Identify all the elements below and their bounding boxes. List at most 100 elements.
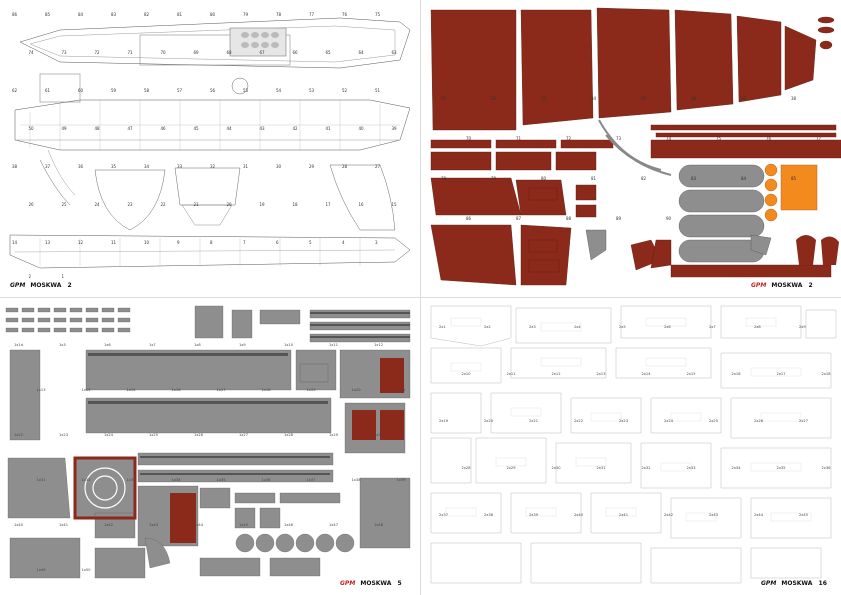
part-number-label: 1x27 bbox=[239, 433, 248, 437]
page-number: 5 bbox=[397, 580, 402, 587]
side-wall-strip bbox=[9, 349, 41, 441]
part-number-label: 17 bbox=[326, 202, 332, 207]
hull-plate bbox=[430, 9, 517, 131]
part-number-label: 37 bbox=[45, 164, 51, 169]
part-number-label: 43 bbox=[260, 126, 266, 131]
part-number-label: 1x18 bbox=[262, 388, 272, 392]
part-number-label: 32 bbox=[491, 96, 497, 101]
hull-plate bbox=[520, 9, 594, 126]
part-number-label: 2x42 bbox=[664, 513, 673, 517]
part-number-label: 1x29 bbox=[329, 433, 339, 437]
hull-plate bbox=[736, 15, 782, 103]
hull-bottom-outline bbox=[9, 234, 411, 269]
part-number-label: 79 bbox=[243, 12, 249, 17]
part-number-label: 72 bbox=[566, 136, 572, 141]
part-number-label: 2x25 bbox=[709, 419, 718, 423]
part-number-label: 14 bbox=[12, 240, 18, 245]
part-number-label: 89 bbox=[616, 216, 622, 221]
sheet-footer: GPM MOSKWA 2 bbox=[751, 282, 813, 289]
part-number-label: 44 bbox=[227, 126, 233, 131]
page-number: 16 bbox=[818, 580, 827, 587]
part-number-label: 1x48 bbox=[374, 523, 384, 527]
hull-plate bbox=[784, 25, 817, 91]
part-number-label: 21 bbox=[194, 202, 200, 207]
part-number-label: 2x10 bbox=[462, 372, 472, 376]
page-number: 2 bbox=[67, 282, 72, 289]
brand-logo: GPM bbox=[340, 580, 356, 587]
part-number-label: 76 bbox=[342, 12, 348, 17]
part-number-label: 24 bbox=[95, 202, 101, 207]
brand-logo: GPM bbox=[751, 282, 767, 289]
part-number-label: 58 bbox=[144, 88, 150, 93]
part-number-label: 81 bbox=[177, 12, 183, 17]
part-number-label: 1x40 bbox=[14, 523, 24, 527]
red-part bbox=[380, 410, 404, 440]
part-number-label: 59 bbox=[111, 88, 117, 93]
part-number-label: 35 bbox=[641, 96, 647, 101]
part-number-label: 70 bbox=[161, 50, 167, 55]
brand-logo: GPM bbox=[761, 580, 777, 587]
part-number-label: 2x43 bbox=[709, 513, 718, 517]
part-number-label: 85 bbox=[791, 176, 797, 181]
part-number-label: 2x3 bbox=[529, 325, 536, 329]
part-number-label: 1x45 bbox=[239, 523, 248, 527]
part-number-label: 1x50 bbox=[82, 568, 92, 572]
part-number-label: 33 bbox=[177, 164, 183, 169]
part-number-label: 71 bbox=[128, 50, 134, 55]
sheet-footer: GPM MOSKWA 16 bbox=[761, 580, 827, 587]
part-number-label: 77 bbox=[816, 136, 822, 141]
part-number-label: 2x36 bbox=[822, 466, 832, 470]
part-number-label: 2x33 bbox=[687, 466, 696, 470]
part-number-label: 40 bbox=[359, 126, 365, 131]
part-number-label: 2x26 bbox=[754, 419, 764, 423]
helipad-panel bbox=[74, 457, 136, 519]
part-number-label: 65 bbox=[326, 50, 332, 55]
part-number-label: 81 bbox=[591, 176, 597, 181]
part-number-label: 2x7 bbox=[709, 325, 716, 329]
part-number-label: 80 bbox=[210, 12, 216, 17]
red-part bbox=[352, 410, 376, 440]
part-number-label: 2x20 bbox=[484, 419, 494, 423]
part-number-label: 62 bbox=[12, 88, 18, 93]
grey-cylinder-part bbox=[678, 189, 765, 213]
part-number-label: 5 bbox=[309, 240, 312, 245]
part-number-label: 79 bbox=[491, 176, 497, 181]
part-number-label: 2x11 bbox=[507, 372, 516, 376]
part-number-label: 2x1 bbox=[439, 325, 446, 329]
part-number-label: 1x6 bbox=[104, 343, 111, 347]
part-number-label: 49 bbox=[62, 126, 68, 131]
part-number-label: 2x28 bbox=[462, 466, 472, 470]
part-number-label: 1x34 bbox=[172, 478, 182, 482]
part-number-label: 27 bbox=[375, 164, 381, 169]
part-number-label: 86 bbox=[466, 216, 472, 221]
part-number-label: 1x49 bbox=[37, 568, 47, 572]
part-number-label: 1x7 bbox=[149, 343, 156, 347]
part-number-label: 2x9 bbox=[799, 325, 806, 329]
part-number-label: 11 bbox=[111, 240, 117, 245]
part-number-label: 31 bbox=[243, 164, 249, 169]
part-number-label: 3 bbox=[375, 240, 378, 245]
part-number-label: 1x43 bbox=[149, 523, 158, 527]
part-number-label: 15 bbox=[392, 202, 398, 207]
part-number-label: 2x16 bbox=[732, 372, 742, 376]
part-number-label: 70 bbox=[466, 136, 472, 141]
part-number-label: 19 bbox=[260, 202, 266, 207]
part-number-label: 1x17 bbox=[217, 388, 226, 392]
page-number: 2 bbox=[808, 282, 813, 289]
part-number-label: 46 bbox=[161, 126, 167, 131]
part-number-label: 2x5 bbox=[619, 325, 626, 329]
part-number-label: 2x24 bbox=[664, 419, 674, 423]
part-number-label: 2x29 bbox=[507, 466, 517, 470]
part-number-label: 1x47 bbox=[329, 523, 338, 527]
part-number-label: 2x40 bbox=[574, 513, 584, 517]
part-number-label: 29 bbox=[309, 164, 315, 169]
part-number-label: 2x12 bbox=[552, 372, 561, 376]
part-number-label: 73 bbox=[616, 136, 622, 141]
part-number-label: 64 bbox=[359, 50, 365, 55]
part-number-label: 1x38 bbox=[352, 478, 362, 482]
part-number-label: 1x16 bbox=[172, 388, 182, 392]
